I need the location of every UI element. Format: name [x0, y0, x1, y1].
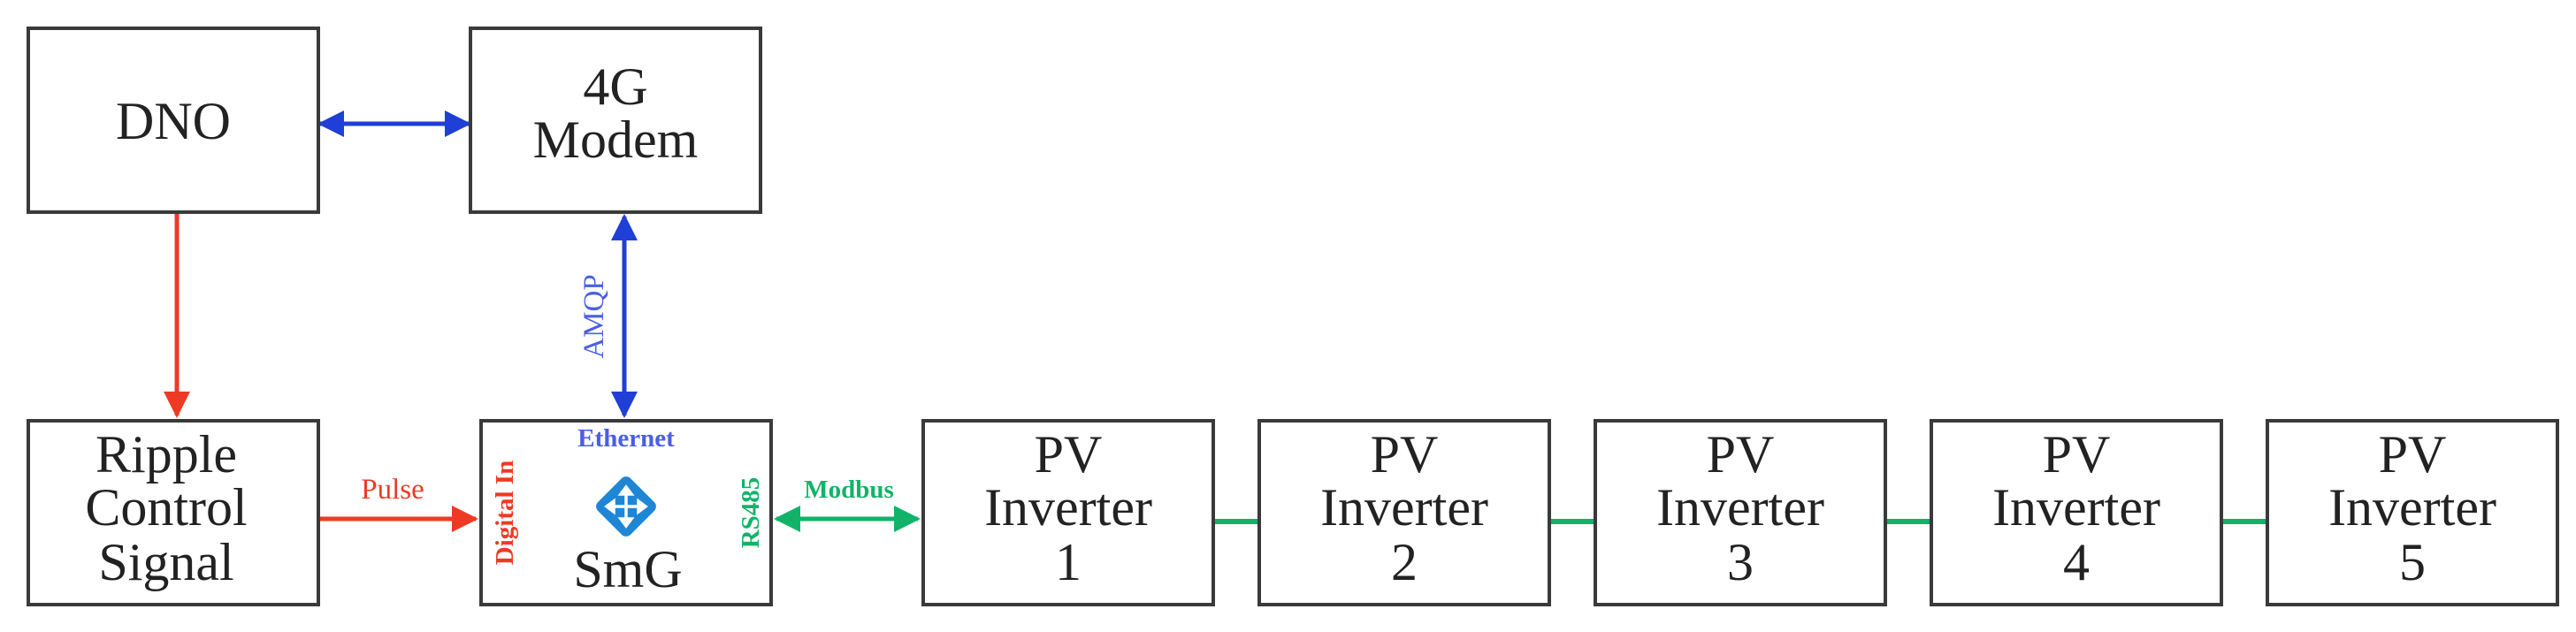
ripple-label-line2: Control — [85, 478, 247, 537]
modbus-label: Modbus — [804, 476, 894, 504]
dno-label: DNO — [116, 92, 231, 150]
modem-label-line1: 4G — [583, 57, 647, 116]
dno-node: DNO — [27, 27, 320, 214]
inverter-4-label-line1: PV — [2043, 425, 2111, 484]
inverter-2-label-line1: PV — [1371, 425, 1439, 484]
router-icon — [596, 476, 656, 537]
inverter-1-label-line2: Inverter — [984, 478, 1152, 537]
modem-node: 4G Modem — [469, 27, 762, 214]
inverter-1-label-line1: PV — [1035, 425, 1103, 484]
inverter-4-label-line2: Inverter — [1992, 478, 2160, 537]
ripple-label-line1: Ripple — [96, 425, 237, 484]
amqp-label: AMQP — [578, 274, 610, 358]
inverter-5-label-line2: Inverter — [2328, 478, 2496, 537]
inverter-5-label-line3: 5 — [2399, 533, 2426, 591]
inverter-2-label-line2: Inverter — [1320, 478, 1488, 537]
pulse-label: Pulse — [361, 474, 424, 506]
ripple-control-node: Ripple Control Signal — [27, 419, 320, 606]
smg-ethernet-port-label: Ethernet — [577, 424, 675, 453]
pv-inverter-2: PV Inverter 2 — [1257, 419, 1551, 606]
inverter-5-label-line1: PV — [2379, 425, 2447, 484]
inverter-3-label-line3: 3 — [1727, 533, 1754, 591]
inverter-4-label-line3: 4 — [2063, 533, 2090, 591]
inverter-1-label-line3: 1 — [1055, 533, 1082, 591]
smg-rs485-port-label: RS485 — [737, 477, 765, 549]
modem-label-line2: Modem — [533, 110, 699, 169]
pv-inverter-5: PV Inverter 5 — [2266, 419, 2559, 606]
smg-label: SmG — [573, 540, 682, 598]
ripple-label-line3: Signal — [98, 533, 233, 591]
pv-inverter-3: PV Inverter 3 — [1594, 419, 1887, 606]
inverter-3-label-line2: Inverter — [1656, 478, 1824, 537]
pv-inverter-1: PV Inverter 1 — [921, 419, 1215, 606]
smg-digital-in-port-label: Digital In — [491, 461, 519, 565]
pv-inverter-4: PV Inverter 4 — [1930, 419, 2223, 606]
inverter-3-label-line1: PV — [1707, 425, 1775, 484]
inverter-2-label-line3: 2 — [1391, 533, 1418, 591]
smg-node: Ethernet Digital In RS485 SmG — [479, 419, 773, 606]
